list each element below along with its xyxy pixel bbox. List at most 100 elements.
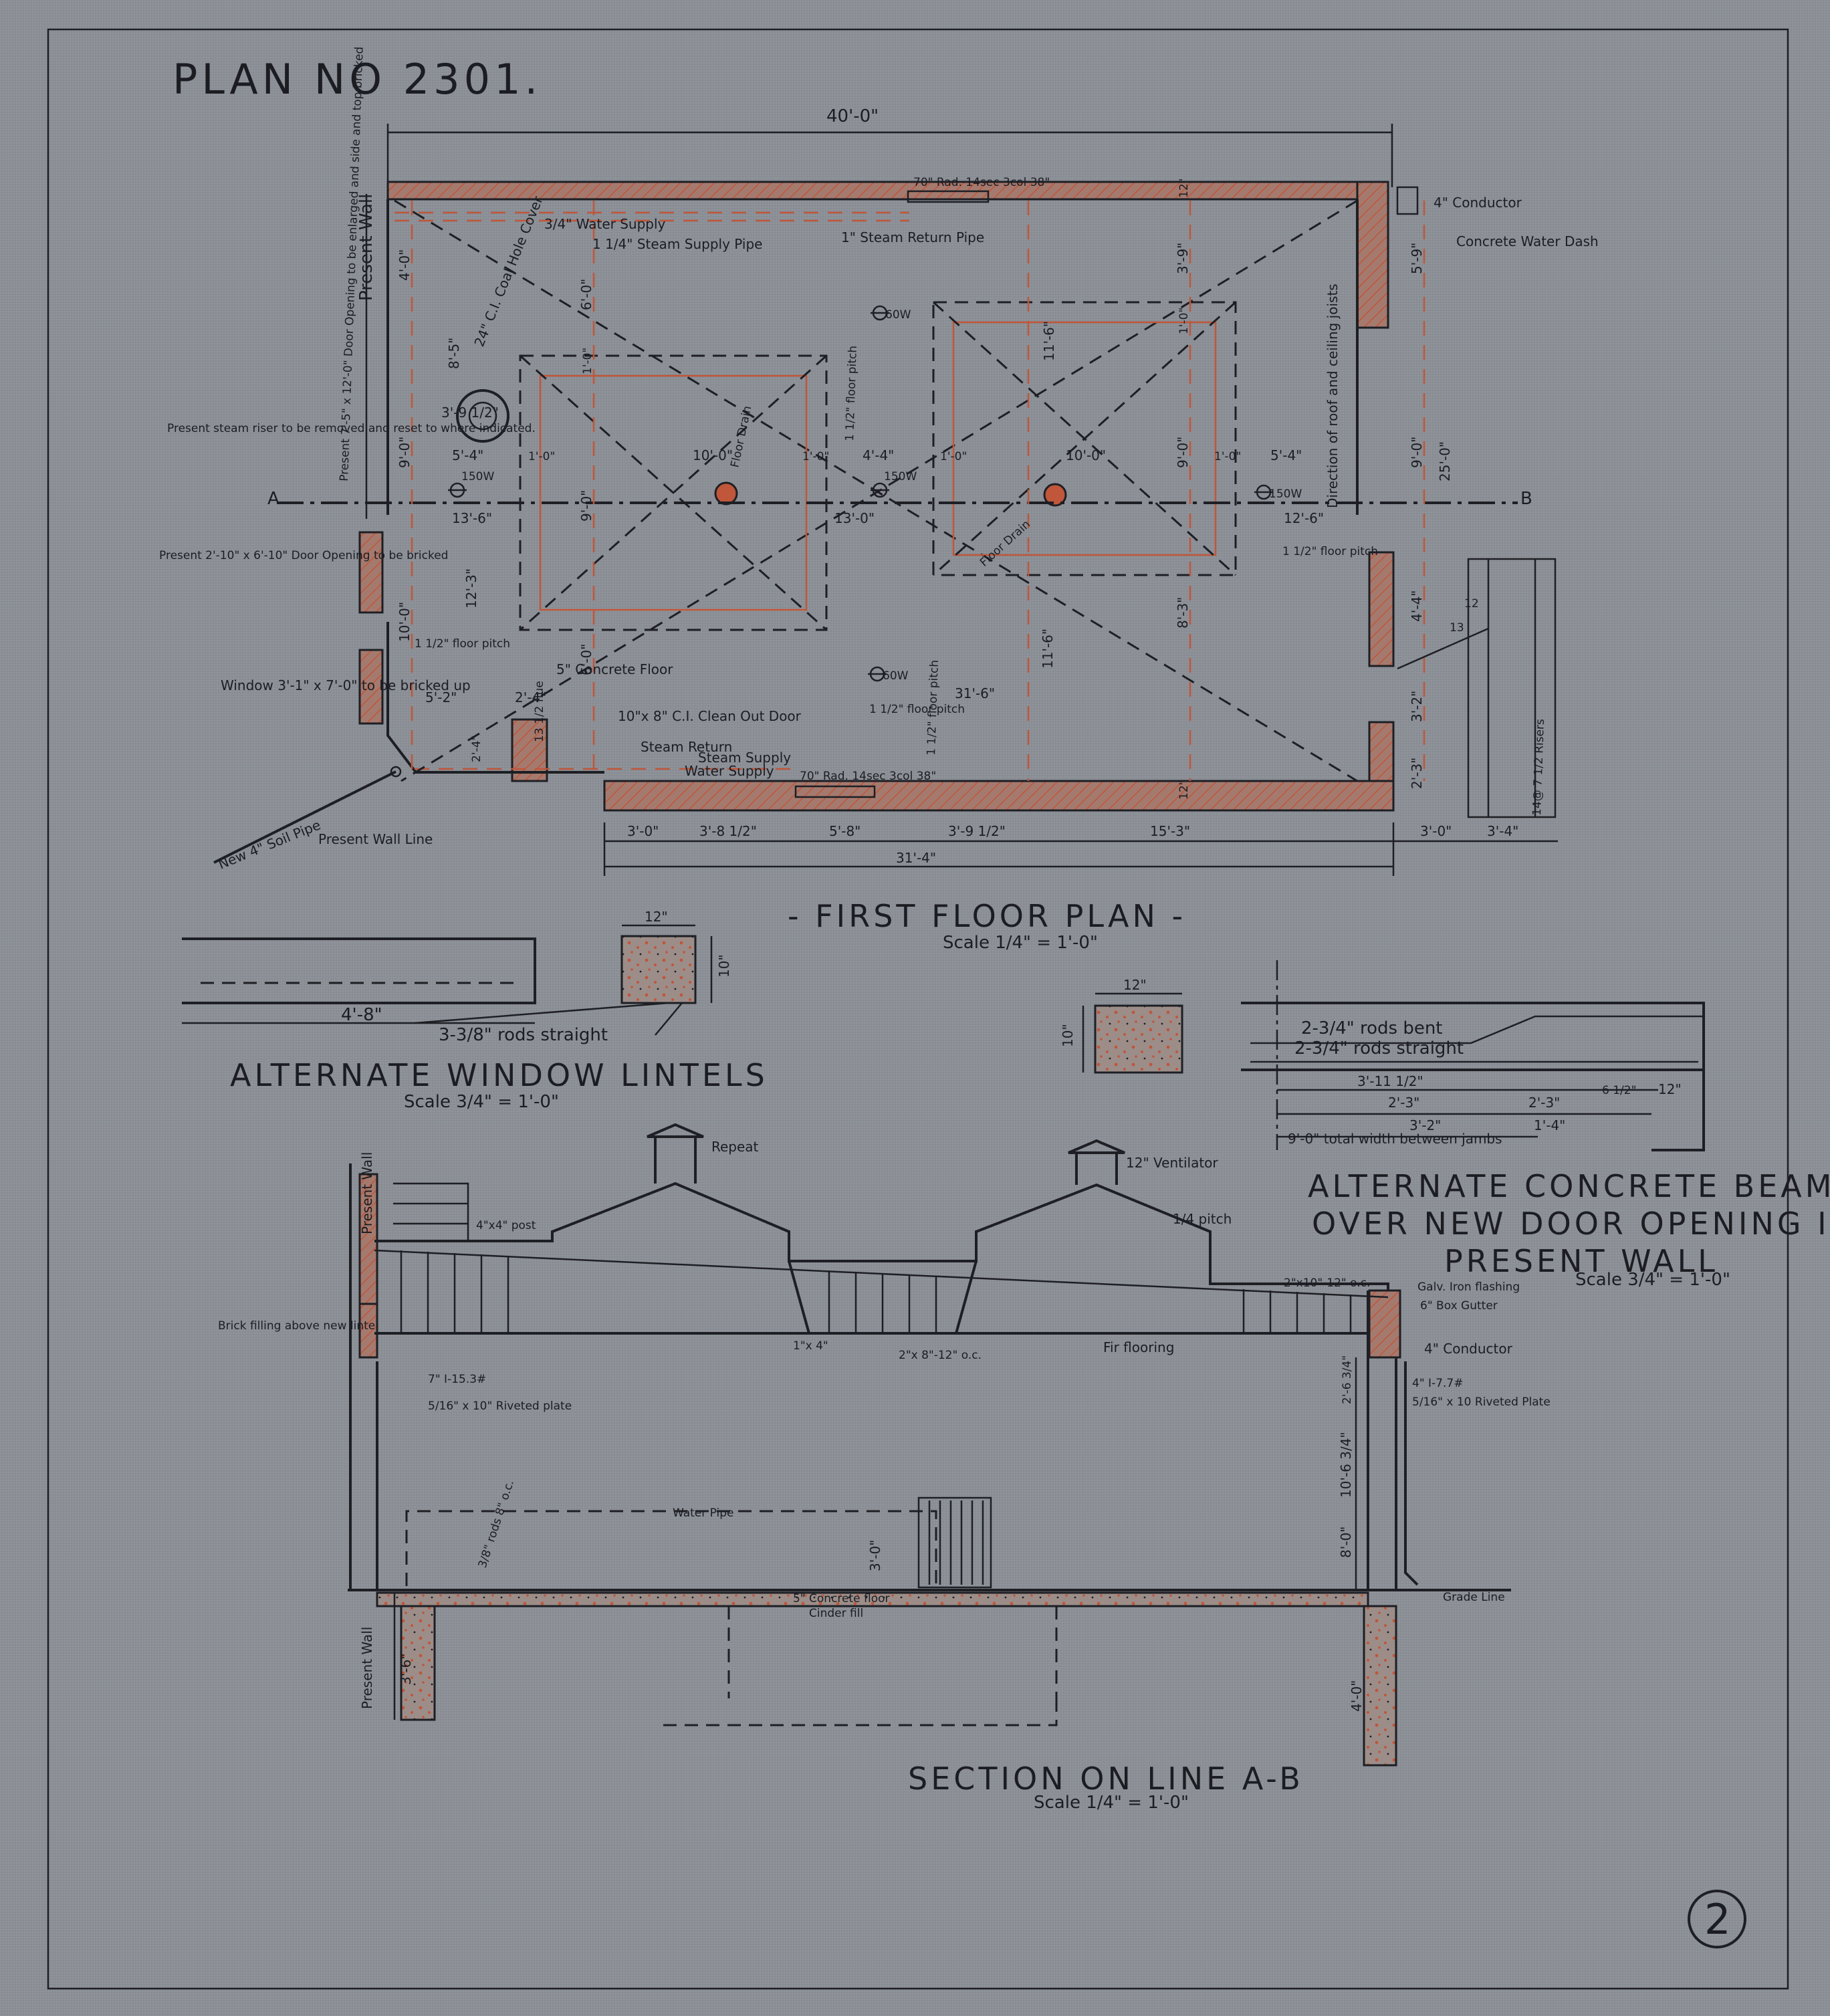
- plan-number: PLAN NO 2301.: [173, 55, 542, 104]
- label-present-wall-line: Present Wall Line: [318, 831, 433, 847]
- label-steam-return-lower: Steam Return: [641, 739, 732, 755]
- dim-5-9: 5'-9": [1409, 243, 1425, 274]
- label-joists-direction: Direction of roof and ceiling joists: [1325, 284, 1341, 508]
- section-label-beam-right: 4" I-7.7#: [1412, 1377, 1463, 1390]
- section-label-pitch: 1/4 pitch: [1173, 1211, 1232, 1227]
- beam-dim-3-11-half: 3'-11 1/2": [1357, 1073, 1423, 1089]
- concrete-beam-scale: Scale 3/4" = 1'-0": [1575, 1270, 1730, 1290]
- dim-1-0-c: 1'-0": [802, 450, 829, 463]
- section-pipe-trench: [663, 1606, 1058, 1726]
- section-label-rafters: 2"x10"-12" o.c.: [1284, 1276, 1370, 1290]
- south-wall: [603, 780, 1395, 812]
- dim-10-0-b: 10'-0": [1066, 447, 1106, 463]
- dim-12-3: 12'-3": [463, 568, 479, 608]
- dim-b-3-8-half: 3'-8 1/2": [699, 823, 757, 839]
- dim-5-4: 5'-4": [452, 447, 483, 463]
- ventilator-2: [1068, 1139, 1125, 1185]
- label-radiator-top: 70" Rad. 14sec 3col 38": [913, 176, 1050, 189]
- section-label-fir-flooring: Fir flooring: [1103, 1339, 1174, 1355]
- window-lintels-scale: Scale 3/4" = 1'-0": [404, 1092, 559, 1112]
- dim-13-6: 13'-6": [452, 510, 492, 526]
- skylight-2: [932, 301, 1237, 576]
- floor-drain-2: [1043, 483, 1067, 507]
- dim-11-6-b: 11'-6": [1040, 629, 1056, 669]
- lamp-150w-2: [871, 482, 889, 498]
- label-steam-supply: 1 1/4" Steam Supply Pipe: [592, 236, 762, 252]
- beam-dim-2-3-b: 2'-3": [1528, 1095, 1560, 1111]
- label-floor-pitch-1: 1 1/2" floor pitch: [843, 346, 860, 442]
- section-dim-10-6-three-quarter: 10'-6 3/4": [1338, 1432, 1354, 1498]
- sheet-number-circle: [1688, 1890, 1746, 1948]
- sheet-border: [47, 28, 1789, 1990]
- radiator-top: [907, 190, 990, 203]
- beam-depth: 10": [1060, 1024, 1076, 1047]
- label-floor-pitch-4: 1 1/2" floor pitch: [925, 660, 941, 756]
- label-lamp-150w-3: 150W: [1269, 487, 1302, 501]
- section-label-beam-left: 7" I-15.3#: [428, 1373, 486, 1386]
- label-lamp-150w-2: 150W: [884, 470, 917, 483]
- concrete-beam-title-3: PRESENT WALL: [1444, 1243, 1718, 1279]
- dim-12-a: 12": [1177, 179, 1191, 198]
- dim-9-0-mid: 9'-0": [1175, 437, 1191, 468]
- dim-5-2: 5'-2": [425, 689, 457, 705]
- coal-hole-inner: [468, 401, 497, 431]
- north-wall: [386, 181, 1359, 201]
- label-floor-pitch-2: 1 1/2" floor pitch: [1282, 545, 1378, 558]
- skylight-2-curb: [952, 321, 1217, 556]
- concrete-beam-title-1: ALTERNATE CONCRETE BEAM: [1308, 1168, 1830, 1204]
- lintel-section: [620, 935, 697, 1004]
- section-drawing: [348, 1123, 1511, 1767]
- section-label-plate-right: 5/16" x 10 Riveted Plate: [1412, 1395, 1551, 1409]
- west-wall-lower: [358, 649, 384, 725]
- dim-1-0-e: 1'-0": [1214, 450, 1241, 463]
- lamp-60w-2: [868, 666, 887, 682]
- section-scale: Scale 1/4" = 1'-0": [1034, 1793, 1189, 1813]
- section-label-ventilator: 12" Ventilator: [1126, 1155, 1218, 1171]
- label-floor-drain-2: Floor Drain: [978, 518, 1033, 570]
- east-wall-pier: [1368, 551, 1395, 667]
- rods-leader-1: [414, 1002, 669, 1024]
- section-label-flashing: Galv. Iron flashing: [1417, 1280, 1520, 1294]
- label-floor-pitch-3: 1 1/2" floor pitch: [415, 637, 510, 651]
- label-flue: 13 1/2 flue: [533, 681, 546, 742]
- dim-3-9: 3'-9": [1175, 243, 1191, 274]
- water-pipe-line: [405, 1510, 937, 1586]
- label-clean-out: 10"x 8" C.I. Clean Out Door: [618, 708, 802, 724]
- section-dim-8-0: 8'-0": [1338, 1527, 1354, 1558]
- chimney-flue: [511, 718, 548, 782]
- section-right-parapet: [1368, 1289, 1401, 1359]
- section-label-joists: 2"x 8"-12" o.c.: [899, 1349, 982, 1362]
- lintel-rods: 3-3/8" rods straight: [439, 1025, 608, 1045]
- section-concrete-floor: [376, 1591, 1369, 1607]
- radiator-bottom: [794, 785, 876, 798]
- concrete-beam-drawing: [1082, 960, 1705, 1151]
- section-title: SECTION ON LINE A-B: [908, 1761, 1304, 1797]
- dim-b-15-3: 15'-3": [1150, 823, 1190, 839]
- window-lintels-title: ALTERNATE WINDOW LINTELS: [230, 1057, 768, 1093]
- dim-4-4-r: 4'-4": [1409, 590, 1425, 622]
- west-wall-upper: [358, 531, 384, 614]
- section-label-gutter: 6" Box Gutter: [1420, 1299, 1498, 1313]
- label-radiator-bottom: 70" Rad. 14sec 3col 38": [800, 770, 936, 783]
- soil-pipe: [213, 770, 396, 864]
- section-dim-4-0: 4'-0": [1349, 1680, 1365, 1712]
- dim-9-0-left: 9'-0": [396, 437, 413, 468]
- conductor-symbol: [1396, 186, 1419, 215]
- label-lamp-60w-1: 60W: [885, 308, 911, 322]
- section-radiator: [917, 1496, 992, 1589]
- dim-8-3: 8'-3": [1175, 597, 1191, 629]
- skylight-2-diag-b: [932, 301, 1237, 576]
- beam-dim-2-3: 2'-3": [1388, 1095, 1419, 1111]
- label-steam-supply-lower: Steam Supply: [698, 750, 791, 766]
- label-water-dash: Concrete Water Dash: [1456, 233, 1599, 249]
- section-railing: [393, 1182, 469, 1241]
- section-dim-3-6: 3'-6": [398, 1654, 414, 1685]
- dim-3-2: 3'-2": [1409, 691, 1425, 722]
- section-dim-3-0: 3'-0": [867, 1540, 883, 1571]
- skylight-1: [519, 354, 828, 631]
- dim-b-3-4: 3'-4": [1487, 823, 1518, 839]
- soil-pipe-end: [390, 766, 402, 778]
- label-stair-13: 13: [1450, 621, 1464, 635]
